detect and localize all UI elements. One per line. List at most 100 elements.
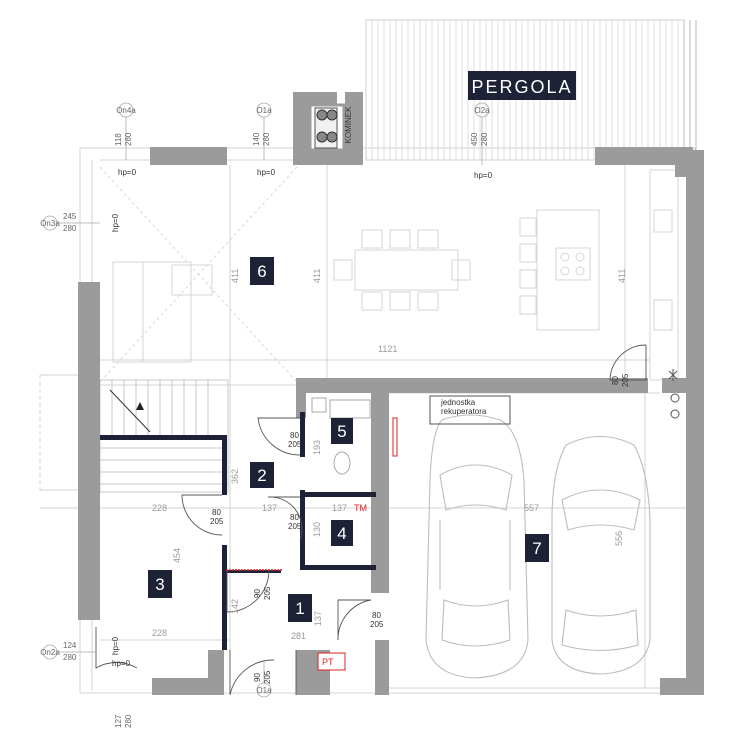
hp-label: hp=0 <box>111 213 120 232</box>
open-space-cross <box>99 166 298 383</box>
window-width: 450 <box>470 132 479 146</box>
recuperator-label-line1: jednostka <box>440 398 476 407</box>
door-room3-terrace-swing <box>95 627 138 669</box>
window-code: O2a <box>474 106 490 115</box>
window-height: 280 <box>480 132 489 146</box>
window-code: On3a <box>40 219 60 228</box>
dimension-label: 137 <box>313 611 323 626</box>
stairs <box>99 379 229 493</box>
door-garage-swing <box>337 599 372 641</box>
door-height: 205 <box>370 620 384 629</box>
window-width: 140 <box>252 132 261 146</box>
room-number: 4 <box>337 524 346 543</box>
dimension-label: 130 <box>312 522 322 537</box>
recuperator-unit <box>429 395 511 425</box>
door-height: 205 <box>263 670 272 684</box>
door-height: 205 <box>210 517 224 526</box>
dimension-label: 556 <box>614 531 624 546</box>
window-width: 245 <box>63 212 77 221</box>
hp-label: hp=0 <box>257 168 276 177</box>
stairs-arrow-icon <box>136 402 144 410</box>
hp-label: hp=0 <box>111 636 120 655</box>
room-tag-4: 4 <box>331 520 353 546</box>
room-tag-3: 3 <box>148 570 172 598</box>
pt-label: PT <box>322 657 334 667</box>
dimension-label: 1121 <box>378 344 397 354</box>
window-code: O1a <box>256 686 272 695</box>
dimension-label: 228 <box>152 503 167 513</box>
sofa-outline <box>112 261 192 363</box>
door-hall-swing <box>226 569 270 613</box>
door-width: 90 <box>253 673 262 682</box>
door-width: 80 <box>290 513 299 522</box>
door-width: 90 <box>253 589 262 598</box>
room-number: 3 <box>155 575 164 594</box>
pergola-label: PERGOLA <box>468 71 576 100</box>
window-code: On2a <box>40 648 60 657</box>
dimension-label: 142 <box>230 599 240 614</box>
door-height: 205 <box>288 522 302 531</box>
window-height: 280 <box>63 653 77 662</box>
door-height: 205 <box>263 586 272 600</box>
room5-fixtures <box>311 397 327 413</box>
flue-icon <box>316 109 328 121</box>
car-right <box>551 436 651 675</box>
room-tag-7: 7 <box>525 534 549 562</box>
misc-marks <box>668 369 680 419</box>
door-width: 80 <box>290 431 299 440</box>
door-width: 80 <box>611 376 620 385</box>
dimension-label: 281 <box>291 631 306 641</box>
window-height: 280 <box>124 132 133 146</box>
room-tag-5: 5 <box>331 418 353 444</box>
window-height: 280 <box>262 132 271 146</box>
room-tag-1: 1 <box>288 594 312 622</box>
window-height: 280 <box>63 224 77 233</box>
door-room4-swing <box>267 496 303 541</box>
dimension-label: 411 <box>312 269 322 283</box>
walls-exterior <box>78 92 704 695</box>
dimension-label: 454 <box>172 548 182 563</box>
room-tag-6: 6 <box>250 257 274 285</box>
window-code: On4a <box>116 106 136 115</box>
dimension-label: 557 <box>524 503 539 513</box>
flue-icon <box>316 131 328 143</box>
dimension-label: 137 <box>262 503 277 513</box>
chimney-label: KOMINEK <box>344 106 353 144</box>
dimension-label: 411 <box>230 269 240 283</box>
hp-label: hp=0 <box>118 168 137 177</box>
door-entrance-swing <box>229 650 275 696</box>
pt-box <box>317 652 346 671</box>
hp-label: hp=0 <box>474 171 493 180</box>
dimension-label: 411 <box>617 269 627 283</box>
door-swings <box>95 344 647 696</box>
room-number: 5 <box>337 422 346 441</box>
door-width: 80 <box>372 611 381 620</box>
dimension-label: 193 <box>312 440 322 455</box>
room-number: 6 <box>257 262 266 281</box>
door-height: 205 <box>621 373 630 387</box>
window-height: 280 <box>124 714 133 728</box>
walls-interior <box>100 412 376 650</box>
chimney: KOMINEK <box>308 103 353 152</box>
tm-label: TM <box>354 503 367 513</box>
door-width: 80 <box>212 508 221 517</box>
car-left <box>425 414 529 679</box>
hp-label: hp=0 <box>112 659 131 668</box>
window-width: 127 <box>114 714 123 728</box>
door-height: 205 <box>288 440 302 449</box>
dimension-label: 362 <box>230 469 240 484</box>
window-code: O1a <box>256 106 272 115</box>
door-kitchen-swing <box>609 344 647 381</box>
window-width: 118 <box>114 133 123 146</box>
pergola-label-text: PERGOLA <box>471 77 572 97</box>
dimension-label: 228 <box>152 628 167 638</box>
room-tag-2: 2 <box>250 462 274 488</box>
window-markers <box>42 102 490 698</box>
window-width: 124 <box>63 641 77 650</box>
door-room3-swing <box>181 494 223 536</box>
room-number: 7 <box>532 539 541 558</box>
recuperator-label-line2: rekuperatora <box>441 407 487 416</box>
room-number: 2 <box>257 466 266 485</box>
dimension-label: 137 <box>332 503 347 513</box>
